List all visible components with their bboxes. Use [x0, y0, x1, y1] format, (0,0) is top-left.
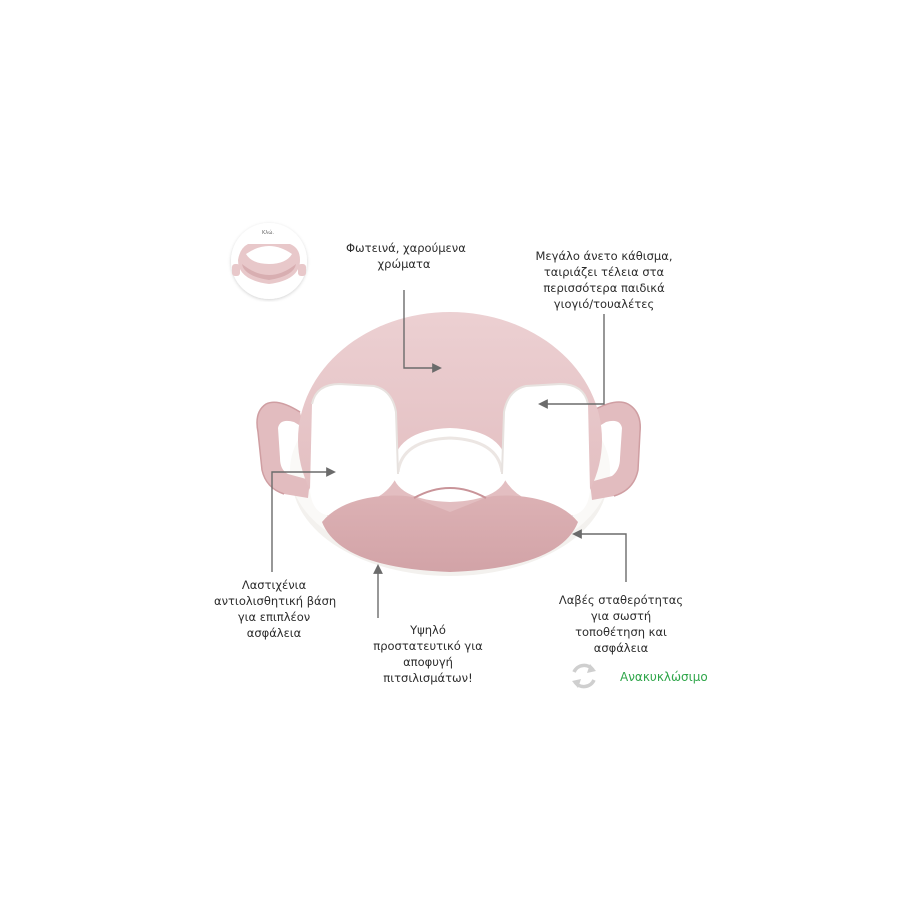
- thumbnail-brand: Κλώ.: [262, 230, 275, 236]
- recyclable-label: Ανακυκλώσιμο: [620, 670, 708, 684]
- arrow-icon: [572, 529, 627, 582]
- right-seat-pad: [501, 382, 590, 516]
- right-handle: [590, 401, 641, 500]
- callout-large-seat: Μεγάλο άνετο κάθισμα, ταιριάζει τέλεια σ…: [535, 249, 673, 311]
- left-seat-pad: [310, 382, 399, 516]
- callout-arrows: [271, 290, 627, 618]
- product-thumbnail: [231, 223, 307, 299]
- arrow-icon: [403, 290, 442, 373]
- recycle-icon: [572, 663, 596, 689]
- callout-splash-guard: Υψηλό προστατευτικό για αποφυγή πιτσιλισ…: [373, 623, 483, 685]
- callout-handles: Λαβές σταθερότητας για σωστή τοποθέτηση …: [558, 593, 684, 655]
- callout-bright-colors: Φωτεινά, χαρούμενα χρώματα: [346, 241, 466, 271]
- splash-guard: [322, 487, 578, 572]
- arrow-icon: [538, 314, 605, 409]
- left-handle: [256, 401, 310, 498]
- arrow-icon: [271, 467, 336, 572]
- callout-rubber-base: Λαστιχένια αντιολισθητική βάση για επιπλ…: [214, 578, 337, 640]
